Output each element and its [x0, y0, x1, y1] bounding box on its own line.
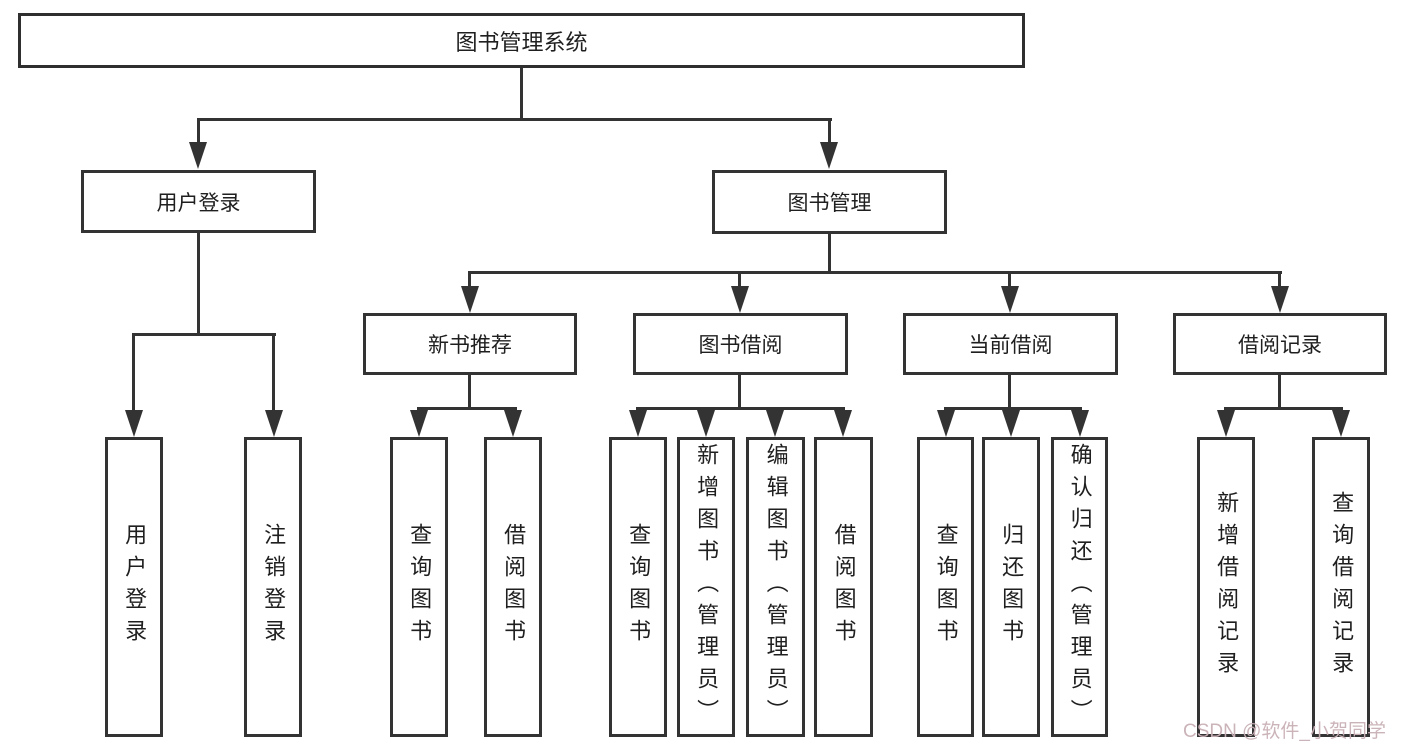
connector-line	[1278, 271, 1281, 291]
connector-line	[944, 407, 1082, 410]
node-label: 查询图书	[626, 523, 652, 651]
arrow-down-icon	[1001, 286, 1019, 313]
node-label: 借阅图书	[831, 523, 857, 651]
connector-line	[1224, 407, 1343, 410]
node-book-borrowing: 图书借阅	[633, 313, 848, 375]
node-leaf-confirm-return-admin: 确认归还（管理员）	[1051, 437, 1108, 737]
connector-line	[197, 118, 832, 121]
node-label: 图书管理	[787, 192, 872, 215]
connector-line	[468, 271, 471, 291]
node-leaf-borrow-books-recommend: 借阅图书	[484, 437, 542, 737]
connector-line	[272, 333, 275, 413]
csdn-watermark: CSDN @软件_小贺同学	[1183, 721, 1386, 742]
arrow-down-icon	[1332, 410, 1350, 437]
connector-line	[738, 271, 741, 291]
node-leaf-edit-books-admin: 编辑图书（管理员）	[746, 437, 805, 737]
arrow-down-icon	[834, 410, 852, 437]
node-leaf-add-borrow-record: 新增借阅记录	[1197, 437, 1255, 737]
node-leaf-query-books-current: 查询图书	[917, 437, 974, 737]
arrow-down-icon	[629, 410, 647, 437]
node-borrow-records: 借阅记录	[1173, 313, 1387, 375]
node-label: 查询图书	[407, 523, 433, 651]
arrow-down-icon	[461, 286, 479, 313]
node-leaf-add-books-admin: 新增图书（管理员）	[677, 437, 735, 737]
node-leaf-borrow-books: 借阅图书	[814, 437, 873, 737]
node-leaf-query-books-recommend: 查询图书	[390, 437, 448, 737]
connector-line	[1008, 271, 1011, 291]
node-label: 用户登录	[122, 523, 148, 651]
connector-line	[468, 271, 1282, 274]
node-label: 借阅记录	[1238, 334, 1322, 357]
connector-line	[468, 375, 471, 410]
arrow-down-icon	[189, 142, 207, 169]
arrow-down-icon	[410, 410, 428, 437]
node-label: 新增借阅记录	[1214, 491, 1240, 683]
node-label: 图书借阅	[698, 334, 783, 357]
arrow-down-icon	[1002, 410, 1020, 437]
node-label: 查询图书	[933, 523, 959, 651]
node-leaf-query-borrow-record: 查询借阅记录	[1312, 437, 1370, 737]
connector-line	[1008, 375, 1011, 410]
arrow-down-icon	[504, 410, 522, 437]
arrow-down-icon	[820, 142, 838, 169]
node-leaf-user-login: 用户登录	[105, 437, 163, 737]
arrow-down-icon	[937, 410, 955, 437]
node-label: 用户登录	[156, 191, 241, 215]
node-label: 查询借阅记录	[1329, 491, 1355, 683]
node-current-borrowing: 当前借阅	[903, 313, 1118, 375]
connector-line	[828, 234, 831, 274]
connector-line	[738, 375, 741, 410]
node-new-book-recommend: 新书推荐	[363, 313, 577, 375]
arrow-down-icon	[125, 410, 143, 437]
node-label: 确认归还（管理员）	[1067, 443, 1093, 731]
node-label: 图书管理系统	[455, 29, 588, 55]
connector-line	[197, 233, 200, 336]
arrow-down-icon	[1071, 410, 1089, 437]
connector-line	[636, 407, 845, 410]
connector-line	[132, 333, 135, 413]
node-label: 借阅图书	[501, 523, 527, 651]
arrow-down-icon	[265, 410, 283, 437]
connector-line	[417, 407, 517, 410]
node-user-login: 用户登录	[81, 170, 316, 233]
node-book-management: 图书管理	[712, 170, 947, 234]
arrow-down-icon	[1217, 410, 1235, 437]
node-label: 注销登录	[261, 523, 287, 651]
node-library-management-system: 图书管理系统	[18, 13, 1025, 68]
arrow-down-icon	[697, 410, 715, 437]
node-label: 新书推荐	[428, 334, 512, 357]
connector-line	[197, 118, 200, 146]
connector-line	[520, 68, 523, 120]
node-leaf-query-books: 查询图书	[609, 437, 667, 737]
arrow-down-icon	[731, 286, 749, 313]
node-label: 归还图书	[999, 523, 1025, 651]
connector-line	[828, 118, 831, 146]
node-leaf-return-books: 归还图书	[982, 437, 1040, 737]
node-label: 当前借阅	[968, 334, 1053, 357]
connector-line	[1278, 375, 1281, 410]
arrow-down-icon	[1271, 286, 1289, 313]
connector-line	[132, 333, 276, 336]
node-label: 新增图书（管理员）	[694, 443, 720, 731]
node-label: 编辑图书（管理员）	[763, 443, 789, 731]
node-leaf-logout: 注销登录	[244, 437, 302, 737]
arrow-down-icon	[766, 410, 784, 437]
